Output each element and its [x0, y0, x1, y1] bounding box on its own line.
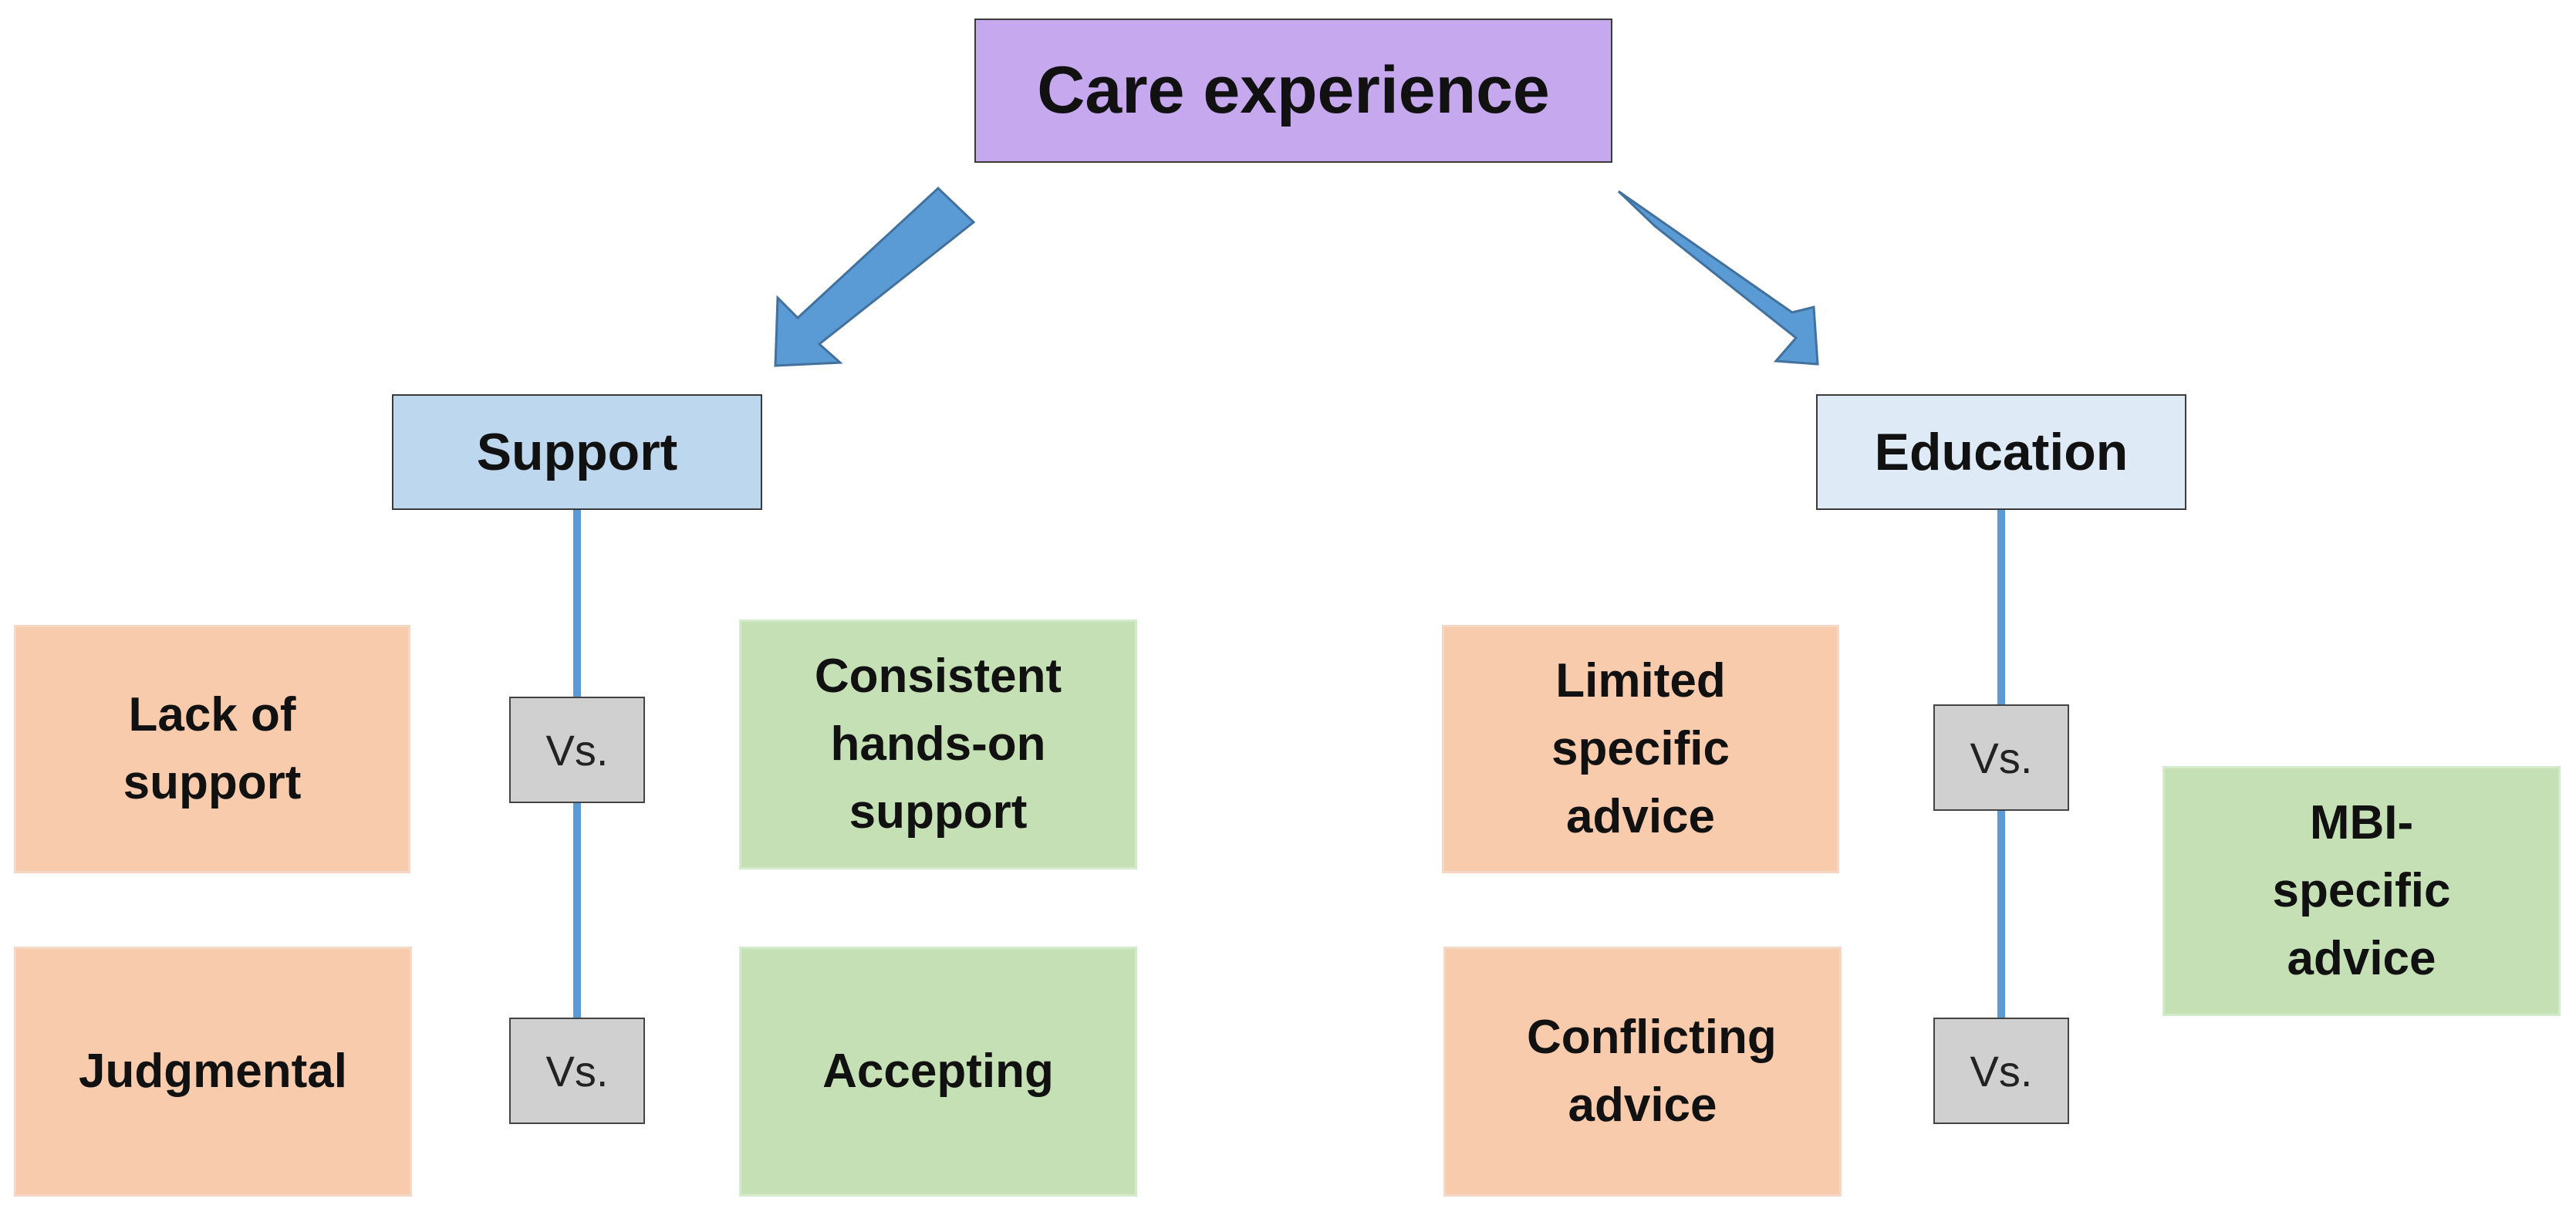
lack-of-support-box: Lack of support	[14, 625, 410, 873]
conflicting-advice-box: Conflicting advice	[1443, 947, 1842, 1197]
conflicting-advice-label: Conflicting advice	[1527, 1010, 1777, 1132]
support-vs-badge-2: Vs.	[509, 1018, 645, 1124]
accepting-box: Accepting	[739, 947, 1137, 1197]
diagram-title: Care experience	[974, 19, 1612, 163]
accepting-label: Accepting	[822, 1044, 1054, 1098]
left-arrow	[774, 186, 976, 367]
mbi-advice-box: MBI-specific advice	[2162, 766, 2561, 1016]
limited-advice-label: Limited specific advice	[1551, 653, 1730, 844]
education-vs-badge-1: Vs.	[1933, 704, 2069, 811]
judgmental-box: Judgmental	[14, 947, 412, 1197]
limited-advice-box: Limited specific advice	[1442, 625, 1839, 873]
education-vs-badge-2: Vs.	[1933, 1018, 2069, 1124]
education-category: Education	[1816, 394, 2186, 510]
consistent-support-label: Consistent hands-on support	[814, 649, 1062, 839]
support-vs-badge-1: Vs.	[509, 697, 645, 803]
mbi-advice-label: MBI-specific advice	[2272, 795, 2451, 986]
right-arrow	[1617, 190, 1819, 366]
judgmental-label: Judgmental	[79, 1044, 347, 1098]
consistent-support-box: Consistent hands-on support	[739, 620, 1137, 869]
lack-of-support-label: Lack of support	[123, 687, 302, 809]
support-category: Support	[392, 394, 762, 510]
